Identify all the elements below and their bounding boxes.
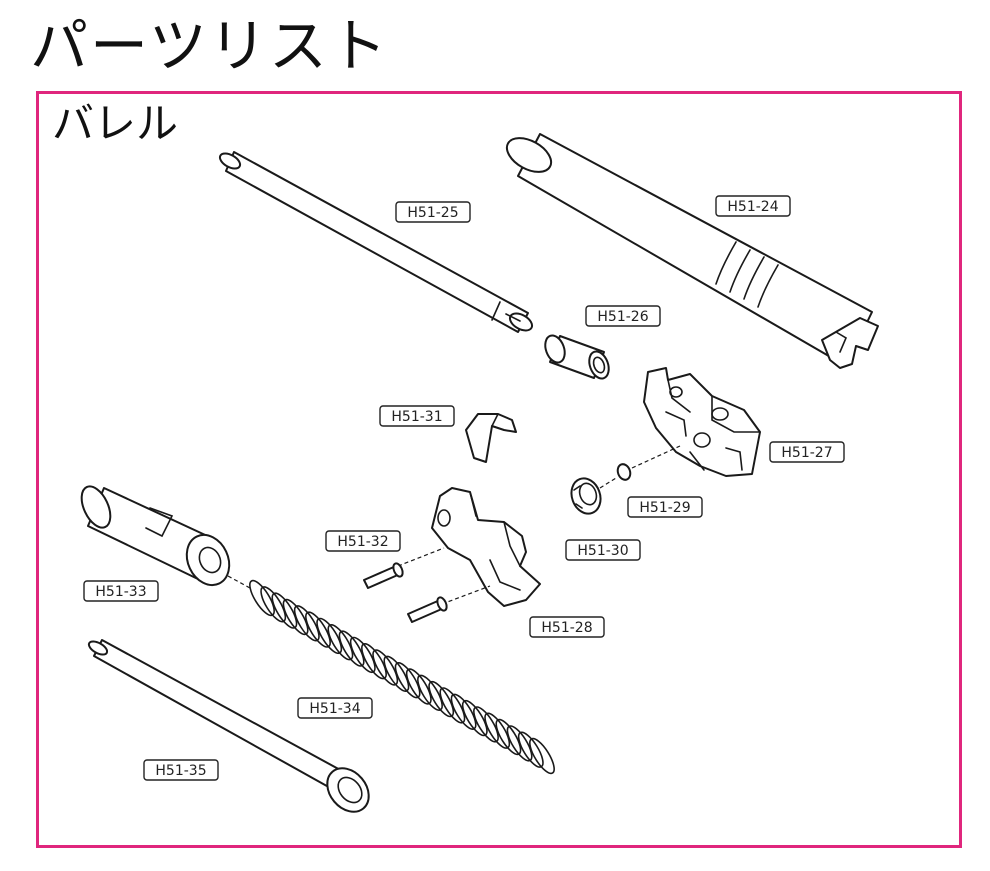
part-screws xyxy=(363,562,448,623)
barrel-section-frame xyxy=(36,91,962,848)
part-spring-guide-bushing xyxy=(80,485,251,589)
part-guide-rod xyxy=(87,639,370,813)
svg-text:H51-27: H51-27 xyxy=(781,445,832,461)
page-title: パーツリスト xyxy=(30,12,389,80)
part-hop-dial xyxy=(570,477,617,515)
part-chamber xyxy=(643,367,761,477)
label-H51-25: H51-25 xyxy=(395,201,471,223)
part-inner-barrel xyxy=(218,151,534,333)
spring-coil xyxy=(529,737,555,775)
label-H51-24: H51-24 xyxy=(715,195,791,217)
part-outer-barrel xyxy=(505,133,879,369)
label-H51-31: H51-31 xyxy=(379,405,455,427)
svg-text:H51-32: H51-32 xyxy=(337,534,388,550)
part-recoil-spring xyxy=(249,579,555,775)
label-H51-29: H51-29 xyxy=(627,496,703,518)
part-bushing xyxy=(544,334,610,380)
part-lower-block xyxy=(397,487,541,607)
part-o-ring xyxy=(616,445,681,481)
label-H51-30: H51-30 xyxy=(565,539,641,561)
part-clip xyxy=(465,413,517,463)
label-H51-32: H51-32 xyxy=(325,530,401,552)
label-H51-26: H51-26 xyxy=(585,305,661,327)
svg-text:H51-28: H51-28 xyxy=(541,620,592,636)
svg-text:H51-30: H51-30 xyxy=(577,543,628,559)
label-H51-27: H51-27 xyxy=(769,441,845,463)
label-H51-28: H51-28 xyxy=(529,616,605,638)
svg-text:H51-25: H51-25 xyxy=(407,205,458,221)
label-H51-34: H51-34 xyxy=(297,697,373,719)
svg-text:H51-35: H51-35 xyxy=(155,763,206,779)
svg-text:H51-31: H51-31 xyxy=(391,409,442,425)
svg-text:H51-24: H51-24 xyxy=(727,199,778,215)
svg-text:H51-34: H51-34 xyxy=(309,701,360,717)
section-title: バレル xyxy=(52,99,179,148)
label-H51-33: H51-33 xyxy=(83,580,159,602)
label-H51-35: H51-35 xyxy=(143,759,219,781)
svg-text:H51-33: H51-33 xyxy=(95,584,146,600)
svg-text:H51-29: H51-29 xyxy=(639,500,690,516)
svg-text:H51-26: H51-26 xyxy=(597,309,648,325)
